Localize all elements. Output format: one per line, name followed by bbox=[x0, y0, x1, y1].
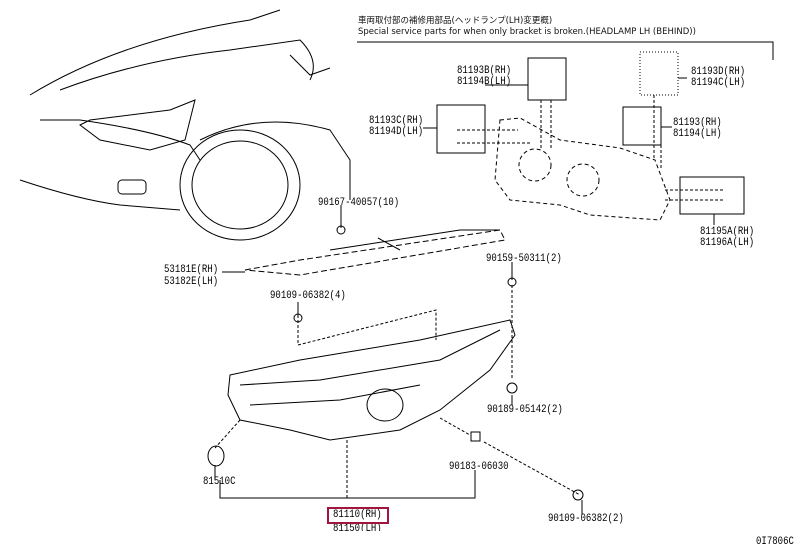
part-label[interactable]: 53182E(LH) bbox=[164, 276, 219, 288]
figure-code: 0I7806C bbox=[756, 536, 794, 548]
bulb-81510C bbox=[207, 445, 225, 467]
callout-title-en: Special service parts for when only brac… bbox=[358, 27, 696, 37]
screw-icon bbox=[293, 313, 303, 323]
label-leaders bbox=[423, 77, 715, 225]
part-label[interactable]: 81196A(LH) bbox=[700, 237, 755, 249]
bracket-assembly bbox=[494, 117, 671, 221]
part-leaders bbox=[214, 205, 583, 515]
part-label[interactable]: 90183-06030 bbox=[449, 461, 509, 473]
part-label[interactable]: 81193B(RH) bbox=[457, 65, 512, 77]
screw-icon bbox=[572, 489, 584, 501]
clip-icon bbox=[336, 225, 346, 235]
headlamp-dashes bbox=[214, 285, 581, 498]
leader-dashes bbox=[457, 95, 725, 201]
part-label[interactable]: 81194D(LH) bbox=[369, 126, 424, 138]
highlight-box bbox=[327, 507, 389, 524]
part-label[interactable]: 81194B(LH) bbox=[457, 76, 512, 88]
part-label[interactable]: 81193D(RH) bbox=[691, 66, 746, 78]
part-label[interactable]: 81193C(RH) bbox=[369, 115, 424, 127]
part-label-highlighted[interactable]: 81110(RH) bbox=[333, 509, 382, 521]
callout-title-jp: 車両取付部の補修用部品(ヘッドランプ(LH)変更概) bbox=[358, 16, 553, 26]
part-label[interactable]: 81510C bbox=[203, 476, 236, 488]
callout-bracket-line bbox=[357, 41, 774, 60]
part-label[interactable]: 90167-40057(10) bbox=[318, 197, 400, 209]
part-label[interactable]: 81193(RH) bbox=[673, 117, 722, 129]
part-label[interactable]: 53181E(RH) bbox=[164, 264, 219, 276]
nut-icon bbox=[506, 382, 518, 394]
part-label[interactable]: 90189-05142(2) bbox=[487, 404, 563, 416]
car-illustration bbox=[19, 9, 351, 241]
clip-icon bbox=[470, 431, 481, 442]
part-label[interactable]: 81194(LH) bbox=[673, 128, 722, 140]
part-label[interactable]: 81194C(LH) bbox=[691, 77, 746, 89]
part-label[interactable]: 81150(LH) bbox=[333, 524, 382, 531]
bracket-boxes bbox=[436, 51, 745, 215]
part-label[interactable]: 81195A(RH) bbox=[700, 226, 755, 238]
part-label[interactable]: 90109-06382(2) bbox=[548, 513, 624, 525]
part-label[interactable]: 90159-50311(2) bbox=[486, 253, 562, 265]
screw-icon bbox=[507, 277, 517, 287]
part-label[interactable]: 90109-06382(4) bbox=[270, 290, 346, 302]
headlamp-assembly bbox=[227, 319, 516, 441]
garnish-part bbox=[244, 229, 506, 276]
